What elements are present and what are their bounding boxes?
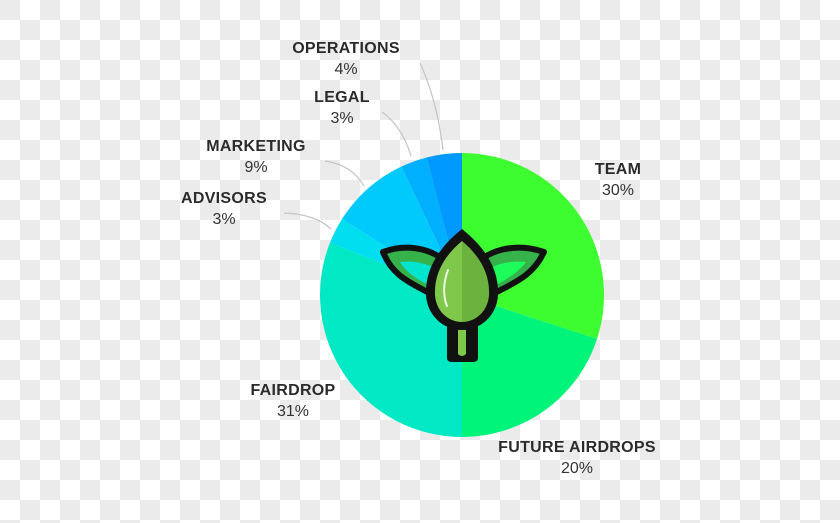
slice-label-percent: 31%	[276, 403, 310, 420]
slice-label: FAIRDROP 31%	[193, 381, 393, 423]
leader-line	[324, 160, 365, 187]
slice-label: LEGAL 3%	[242, 88, 442, 130]
slice-label: OPERATIONS 4%	[246, 39, 446, 81]
slice-label-name: FUTURE AIRDROPS	[498, 439, 656, 456]
slice-label-percent: 9%	[244, 159, 268, 176]
slice-label: FUTURE AIRDROPS 20%	[477, 438, 677, 480]
slice-label-name: TEAM	[594, 161, 642, 178]
leader-line	[419, 62, 444, 151]
sprout-leaf-icon	[380, 229, 547, 362]
leader-line	[283, 212, 332, 230]
slice-label-name: OPERATIONS	[292, 40, 400, 57]
slice-label-name: LEGAL	[314, 89, 370, 106]
slice-label-name: FAIRDROP	[250, 382, 336, 399]
pie-slice-future-airdrops	[462, 295, 598, 437]
slice-label-percent: 20%	[560, 460, 594, 477]
leader-lines	[283, 62, 444, 230]
leader-line	[381, 111, 412, 157]
slice-label-percent: 3%	[330, 110, 354, 127]
slice-label-name: MARKETING	[206, 138, 306, 155]
slice-label-percent: 3%	[212, 211, 236, 228]
slice-label-name: ADVISORS	[181, 190, 267, 207]
slice-label-percent: 30%	[601, 182, 635, 199]
slice-label: TEAM 30%	[518, 160, 718, 202]
slice-label-percent: 4%	[334, 61, 358, 78]
slice-label: ADVISORS 3%	[124, 189, 324, 231]
slice-label: MARKETING 9%	[156, 137, 356, 179]
